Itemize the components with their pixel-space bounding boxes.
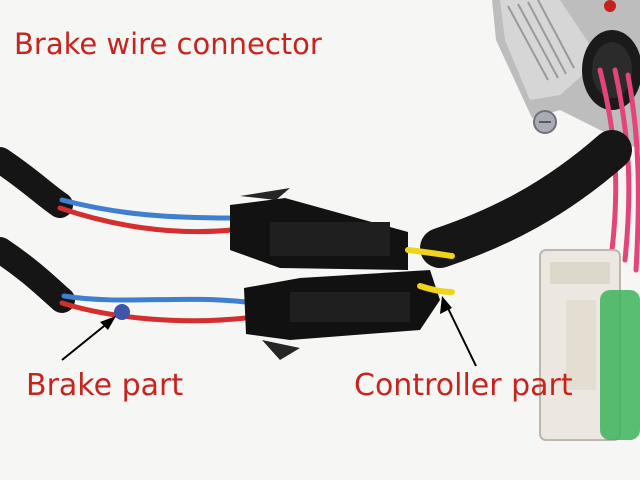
controller-part-arrow (440, 296, 477, 367)
controller-part-label: Controller part (354, 368, 573, 403)
brake-cable-upper (0, 147, 73, 218)
upper-connector (230, 188, 408, 270)
title-label: Brake wire connector (14, 27, 322, 61)
yellow-wires (405, 247, 455, 295)
brake-cable-lower (0, 237, 75, 313)
controller-housing (492, 0, 640, 150)
green-connector (600, 290, 640, 440)
controller-cable (420, 130, 632, 268)
brake-part-arrow (61, 316, 116, 361)
lower-connector (244, 270, 440, 360)
lower-wire-pair (59, 293, 249, 324)
brake-part-label: Brake part (26, 368, 184, 403)
upper-wire-pair (57, 197, 235, 235)
